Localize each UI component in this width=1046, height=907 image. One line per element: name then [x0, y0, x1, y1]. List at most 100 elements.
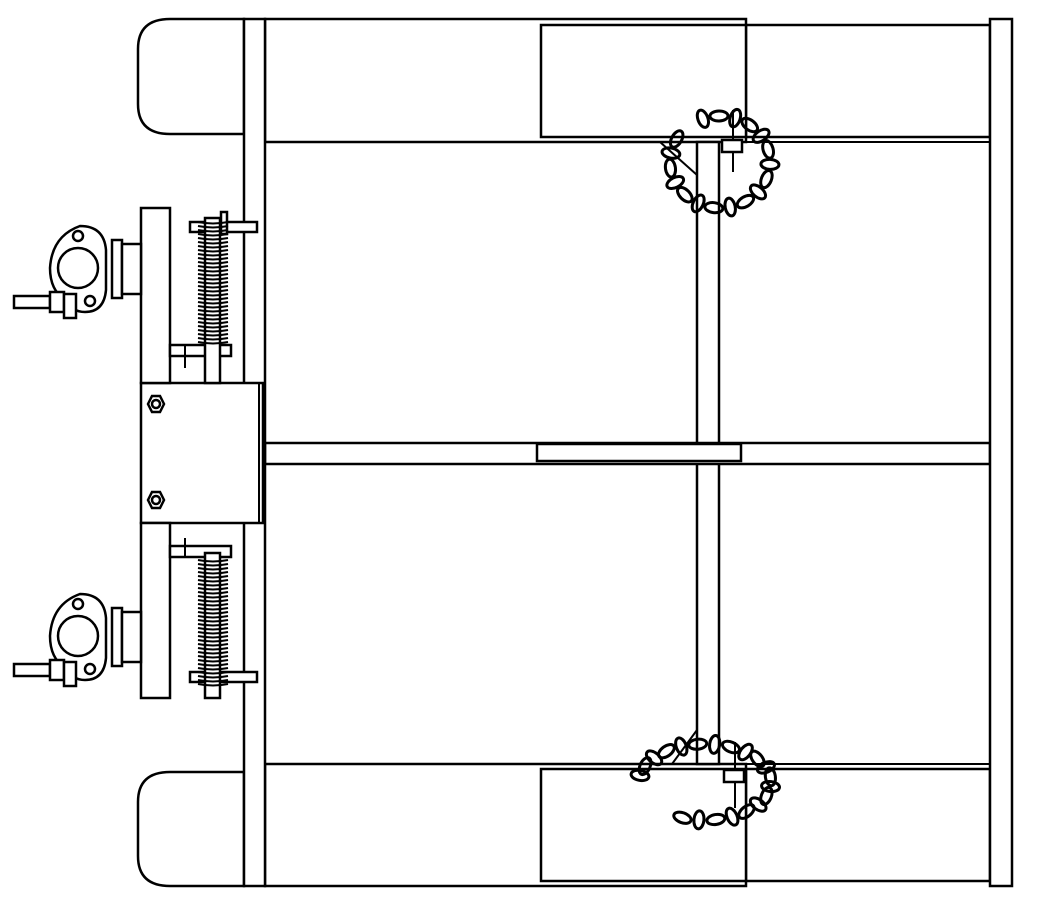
chain-link: [703, 201, 725, 215]
spring-coil: [197, 245, 229, 249]
spring-coil: [197, 313, 229, 317]
spring-coil: [197, 269, 229, 273]
spring-coil: [197, 317, 229, 321]
bottom-left-foot: [136, 770, 246, 888]
spring-coil: [197, 249, 229, 253]
spring-coil: [197, 293, 229, 297]
spring-coil: [197, 607, 229, 611]
chain-link: [748, 183, 768, 201]
spring-coil: [197, 619, 229, 623]
chain-link: [735, 193, 756, 210]
spring-coil: [197, 599, 229, 603]
chain-link: [760, 779, 781, 794]
spring-coil: [197, 325, 229, 329]
spring-coil: [197, 273, 229, 277]
top-beam-right: [744, 23, 992, 139]
middle-plate: [535, 442, 743, 463]
chain-link: [759, 168, 774, 190]
chain-link: [674, 736, 689, 757]
spring-coil: [197, 297, 229, 301]
spring-coil: [197, 659, 229, 663]
spring-coil: [197, 583, 229, 587]
spring-coil: [197, 321, 229, 325]
spring-coil: [197, 257, 229, 261]
spring-coil: [197, 667, 229, 671]
chain-link: [755, 760, 776, 775]
spring-coil: [197, 587, 229, 591]
spring-coil: [197, 675, 229, 679]
spring-coil: [197, 253, 229, 257]
lower-clamp-assembly: [12, 521, 259, 700]
spring-coil: [197, 647, 229, 651]
spring-coil: [197, 671, 229, 675]
center-plate: [139, 381, 265, 525]
frame: [136, 17, 1014, 888]
spring-coil: [197, 309, 229, 313]
spring-coil: [197, 651, 229, 655]
spring-coil: [197, 277, 229, 281]
right-post: [988, 17, 1014, 888]
spring-coil: [197, 643, 229, 647]
bottom-beam-right: [744, 767, 992, 883]
chain-link: [708, 733, 722, 755]
chain-link: [724, 806, 740, 827]
spring: [197, 559, 229, 687]
hex-nut-icon: [146, 394, 166, 414]
chain-link: [705, 812, 727, 827]
spring-coil: [197, 281, 229, 285]
spring-coil: [197, 221, 229, 225]
chain-link: [695, 108, 711, 129]
spring-coil: [197, 683, 229, 687]
spring-coil: [197, 579, 229, 583]
spring-coil: [197, 301, 229, 305]
chain-link: [763, 766, 777, 788]
chain-link: [676, 185, 694, 204]
spring-coil: [197, 571, 229, 575]
spring-coil: [197, 635, 229, 639]
spring-coil: [197, 575, 229, 579]
spring-coil: [197, 233, 229, 237]
spring-coil: [197, 559, 229, 563]
spring-coil: [197, 655, 229, 659]
spring: [197, 221, 229, 345]
spring-coil: [197, 289, 229, 293]
chain-link: [692, 809, 706, 831]
spring-coil: [197, 663, 229, 667]
spring-coil: [197, 679, 229, 683]
spring-coil: [197, 563, 229, 567]
chain-link: [708, 109, 730, 123]
spring-coil: [197, 627, 229, 631]
spring-coil: [197, 611, 229, 615]
spring-coil: [197, 567, 229, 571]
spring-coil: [197, 603, 229, 607]
spring-coil: [197, 639, 229, 643]
spring-coil: [197, 285, 229, 289]
spring-coil: [197, 229, 229, 233]
spring-coil: [197, 261, 229, 265]
chain-top: [660, 107, 781, 218]
chain-link: [740, 116, 760, 134]
chain-link: [690, 193, 706, 214]
chain-link: [657, 743, 676, 760]
spring-coil: [197, 623, 229, 627]
spring-coil: [197, 341, 229, 345]
chain-link: [668, 129, 685, 149]
chain-link: [737, 803, 756, 820]
spring-coil: [197, 241, 229, 245]
spring-coil: [197, 333, 229, 337]
chain-link: [749, 749, 766, 769]
chain-link: [629, 768, 651, 783]
pin: [720, 110, 746, 808]
chain-link: [759, 157, 781, 171]
spring-coil: [197, 305, 229, 309]
spring-coil: [197, 595, 229, 599]
spring-coil: [197, 615, 229, 619]
chain-link: [723, 196, 737, 218]
spring-coil: [197, 225, 229, 229]
spring-coil: [197, 329, 229, 333]
chain-link: [672, 810, 693, 825]
top-left-foot: [136, 17, 246, 136]
hex-nut-icon: [146, 490, 166, 510]
spring-coil: [197, 631, 229, 635]
